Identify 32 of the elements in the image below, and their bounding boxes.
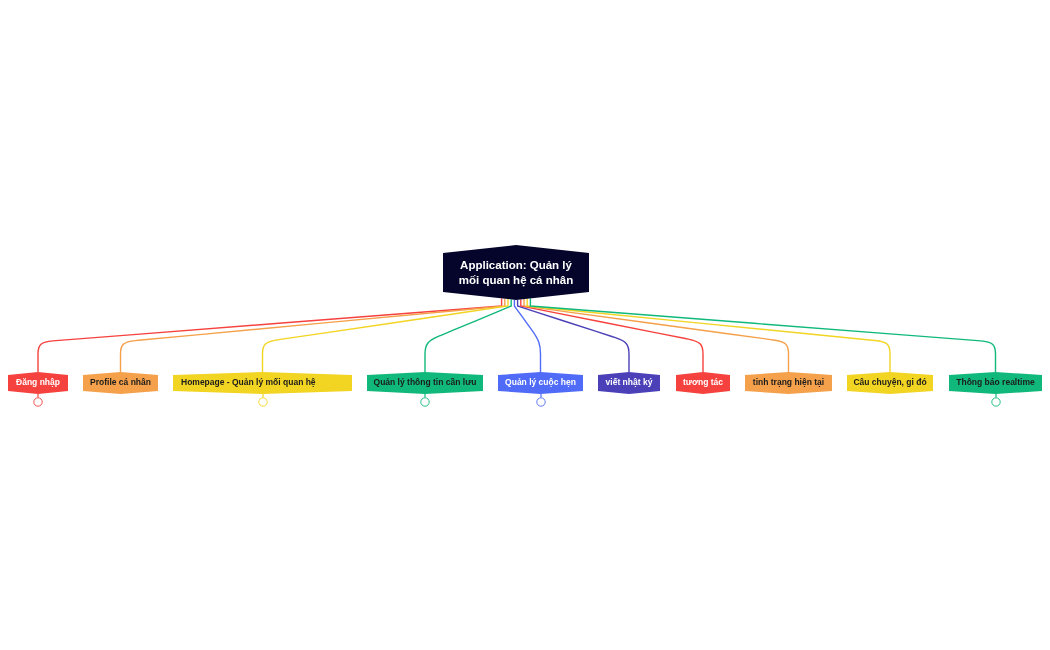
topic-hexagon [949,372,1042,394]
topic-title: viết nhật ký [605,377,653,389]
topic-title: tinh trạng hiện tại [752,377,825,389]
topic-title: Homepage - Quản lý mối quan hệ [181,377,316,389]
branch-connector [523,298,790,373]
branch-connector [520,298,704,373]
topic-hexagon [847,372,933,394]
branch-connector [526,298,891,373]
topic-hexagon [676,372,730,394]
topic-title: Application: Quản lý mối quan hệ cá nhân [457,257,575,288]
topic-hexagon [598,372,660,394]
topic-hexagon [173,372,352,394]
branch-connector [119,298,506,373]
branch-connector [424,298,512,373]
topic-hexagon [83,372,158,394]
branch-connector [37,297,503,373]
branch-connector [516,299,630,373]
branch-connector [529,297,997,373]
topic-hexagon [8,372,68,394]
topic-title: Thông báo realtime [956,377,1035,389]
topic-title: Quản lý thông tin cần lưu [373,377,477,389]
topic-title: Quản lý cuộc hẹn [505,377,576,389]
branch-connector [261,298,509,373]
topic-title: tương tác [682,377,724,389]
topic-hexagon [367,372,483,394]
topic-title: Đăng nhập [16,377,60,389]
topic-title: Câu chuyện, gi đó [853,377,927,389]
central-topic-hexagon [443,245,589,300]
topic-title: Profile cá nhân [90,377,151,389]
topic-hexagon [498,372,583,394]
branch-connector [513,299,542,373]
topic-hexagon [745,372,832,394]
